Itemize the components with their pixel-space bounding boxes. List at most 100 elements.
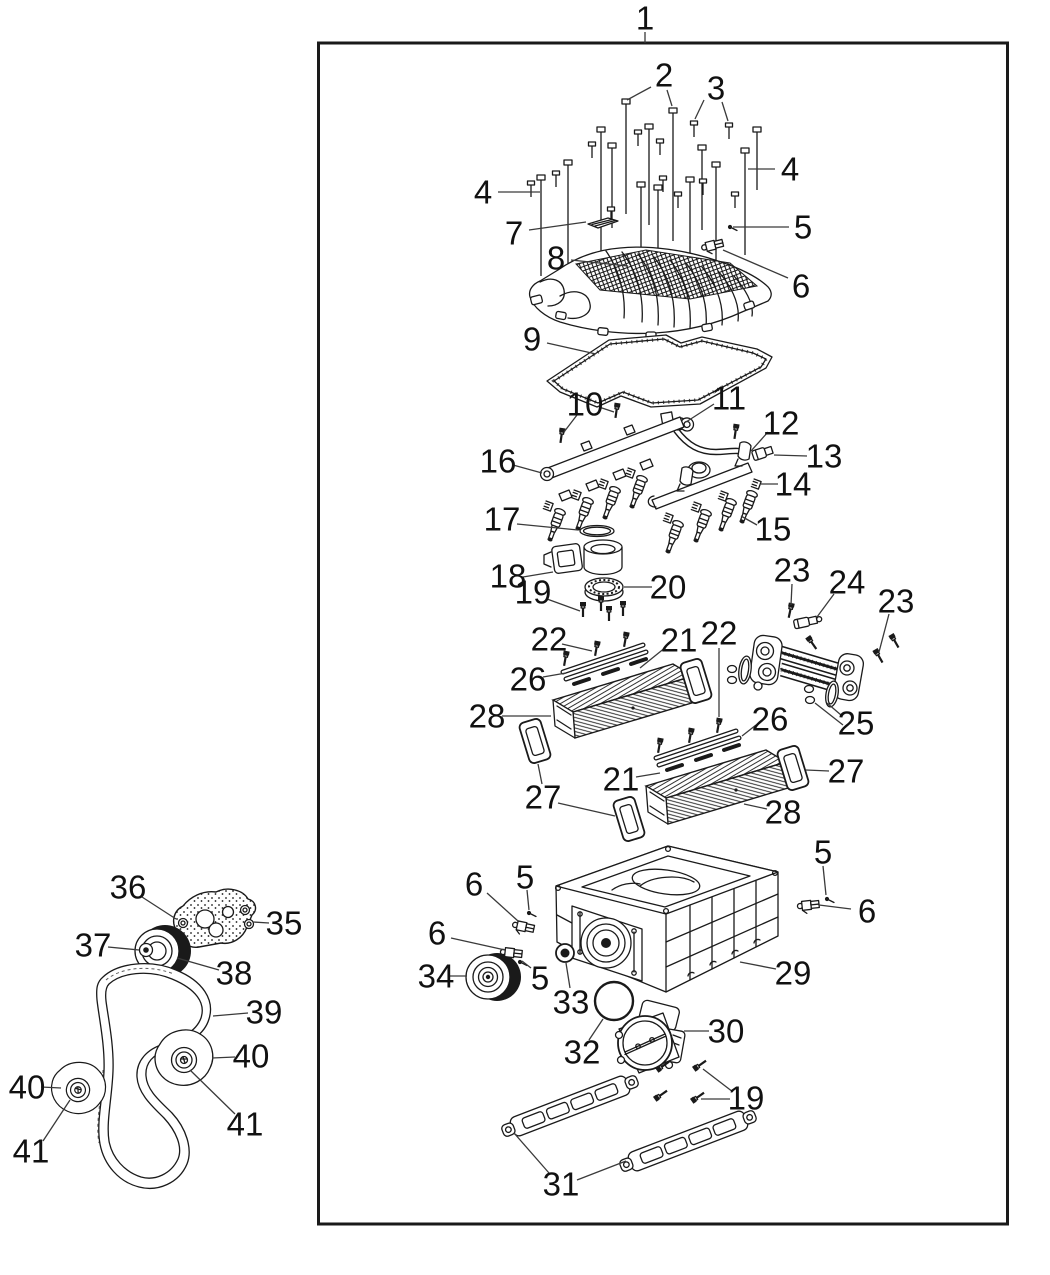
leader-line-2 [666,89,673,107]
leader-line-33 [565,962,571,989]
callout-label-4: 4 [781,151,799,188]
leader-line-17 [516,523,579,531]
throttle-screw [651,1087,670,1103]
leader-line-22 [561,643,593,652]
callout-label-30: 30 [708,1013,745,1050]
callout-label-40: 40 [233,1038,270,1075]
intake-gasket [498,1070,642,1142]
callout-label-5: 5 [531,960,549,997]
callout-label-34: 34 [418,958,455,995]
callout-label-14: 14 [775,466,812,503]
leader-line-10 [598,406,615,413]
callout-label-33: 33 [553,984,590,1021]
leader-line-3 [721,101,729,122]
leader-line-27 [537,763,543,785]
leader-line-37 [107,946,140,951]
callout-label-24: 24 [829,564,866,601]
callout-label-23: 23 [878,583,915,620]
map-sensor-left-upper [510,919,536,938]
callout-label-13: 13 [806,438,843,475]
callout-label-32: 32 [564,1034,601,1071]
leader-line-12 [750,431,769,452]
leader-line-6 [818,904,852,910]
callout-label-17: 17 [484,501,521,538]
callout-label-12: 12 [763,405,800,442]
drive-belt [96,963,212,1189]
callout-label-2: 2 [655,57,673,94]
leader-line-40 [40,1086,62,1089]
callout-label-16: 16 [480,443,517,480]
mounting-studs-and-bolts [526,98,762,303]
callout-label-28: 28 [765,794,802,831]
leader-line-16 [512,464,543,474]
map-sensor-top [700,237,726,257]
callout-label-6: 6 [428,915,446,952]
leader-line-21 [639,646,667,669]
o-ring-25 [804,695,816,705]
leader-line-13 [773,454,808,457]
callout-label-18: 18 [490,558,527,595]
leader-line-6 [450,937,506,951]
leader-line-36 [141,896,177,920]
leader-line-21 [635,772,661,778]
callout-label-1: 1 [636,0,654,37]
callout-label-4: 4 [474,174,492,211]
callout-label-11: 11 [712,380,746,417]
callout-label-22: 22 [701,615,738,652]
callout-label-6: 6 [792,268,810,305]
leader-line-19 [702,1068,734,1093]
callout-label-36: 36 [110,869,147,906]
callout-label-26: 26 [752,701,789,738]
leader-line-23 [878,613,890,653]
throttle-bore [583,547,623,576]
leader-line-2 [626,86,652,101]
leader-line-26 [741,724,757,737]
leader-line-8 [570,259,629,267]
leader-line-25 [814,702,844,726]
sensor-screw-top [727,224,738,232]
retainer-clip [587,217,619,229]
leader-line-15 [740,515,758,526]
callout-label-41: 41 [227,1106,264,1143]
callout-label-9: 9 [523,321,541,358]
throttle-screw [688,1089,707,1105]
leader-line-3 [694,99,705,120]
o-ring-25 [726,664,738,674]
o-ring-25 [803,684,815,694]
callout-label-19: 19 [728,1080,765,1117]
callout-label-37: 37 [75,927,112,964]
leader-line-40 [211,1056,236,1059]
leader-line-6 [722,249,789,279]
idler-pulley-right [154,1029,214,1086]
coolant-crossover-manifold [726,601,903,708]
map-sensor-right [796,898,821,915]
leader-line-35 [252,921,270,924]
leader-line-19 [546,598,581,612]
callout-label-27: 27 [828,753,865,790]
o-ring-32 [593,980,635,1022]
leader-line-5 [822,865,827,896]
callout-label-5: 5 [516,859,534,896]
supercharger-pulley [465,953,521,1001]
fuel-rail-assembly [539,401,774,556]
callout-label-25: 25 [838,705,875,742]
throttle-screw [690,1057,709,1073]
callout-label-23: 23 [774,552,811,589]
callout-label-8: 8 [547,240,565,277]
belt-tensioner-bracket [172,888,257,948]
leader-line-7 [528,221,587,231]
leader-line-5 [526,889,530,911]
callout-label-26: 26 [510,661,547,698]
callout-label-22: 22 [531,621,568,658]
callout-label-41: 41 [13,1133,50,1170]
callout-label-29: 29 [775,955,812,992]
leader-line-18 [522,571,554,578]
callout-label-27: 27 [525,779,562,816]
leader-line-9 [546,342,597,355]
end-seal-frame [517,716,553,766]
upper-throttle-body-group [543,524,628,623]
callout-label-6: 6 [858,893,876,930]
callout-label-3: 3 [707,70,725,107]
